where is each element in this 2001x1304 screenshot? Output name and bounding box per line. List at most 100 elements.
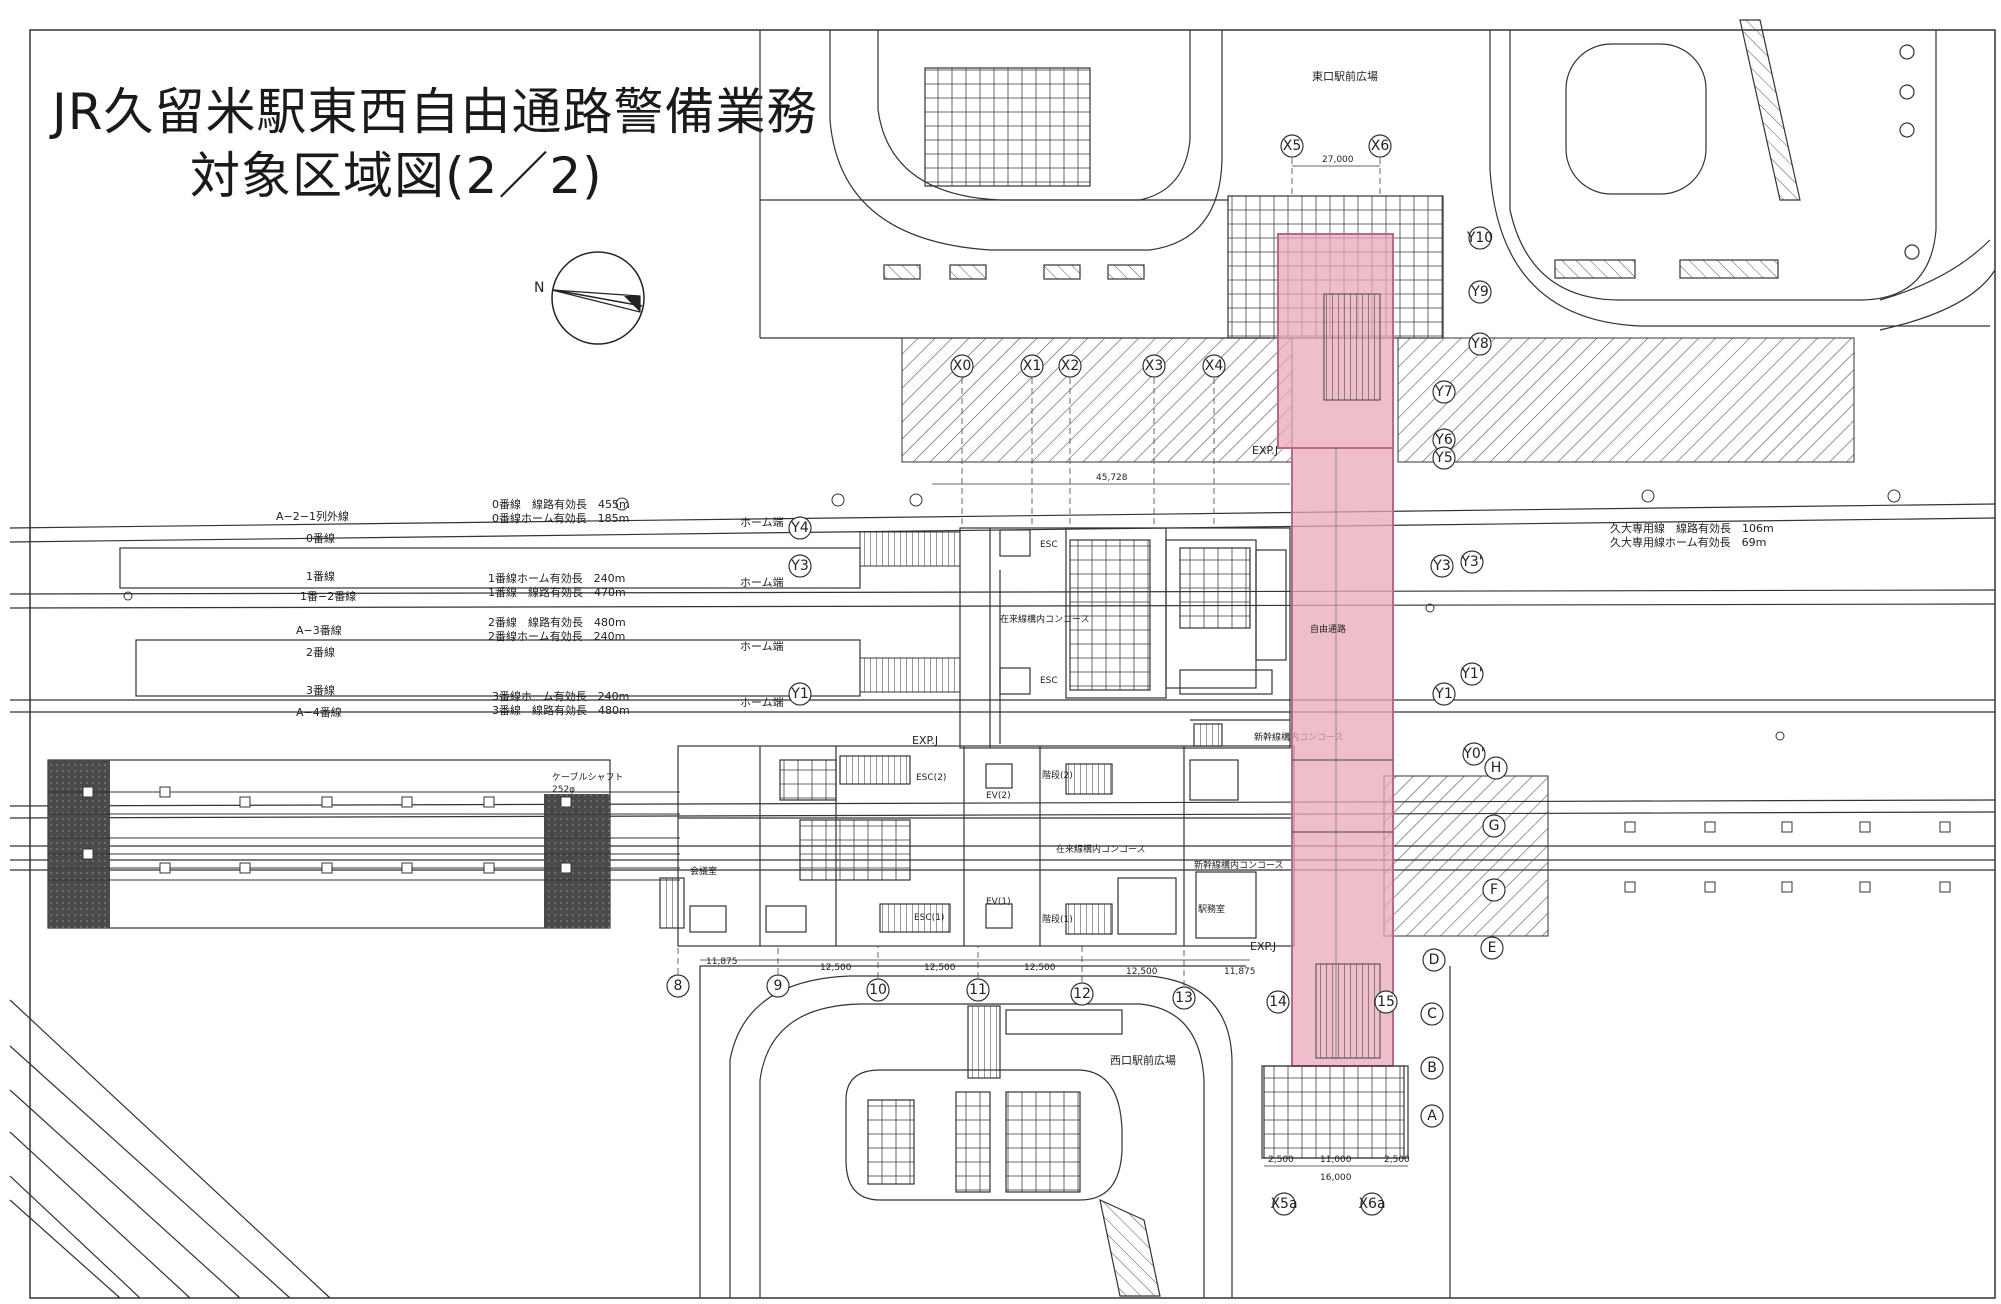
ev2-label: EV(2) <box>986 791 1011 801</box>
sheet-border <box>29 29 1996 1299</box>
esc-label-1: ESC <box>1040 540 1058 550</box>
dim-span-a-3: 12,500 <box>1024 963 1056 973</box>
line-label-3: 3番線 <box>306 683 335 697</box>
grid-label-y4: Y4 <box>790 520 809 536</box>
plan-title-line-1: JR久留米駅東西自由通路警備業務 <box>52 83 818 141</box>
hatched-area-east <box>1397 337 1855 463</box>
grid-label-col-10: 10 <box>869 982 887 998</box>
grid-label-y9: Y9 <box>1470 284 1488 300</box>
signal-marks <box>123 489 1901 741</box>
stair2-label: 階段(2) <box>1042 769 1073 781</box>
cable-structure <box>47 759 680 929</box>
cable-shaft-label: ケーブルシャフト <box>552 771 623 783</box>
grid-label-x6: X6 <box>1371 138 1390 154</box>
grid-label-x6a: X6a <box>1358 1196 1385 1212</box>
grid-label-col-12: 12 <box>1073 986 1091 1002</box>
esc1-label: ESC(1) <box>914 913 944 923</box>
cable-shaft-value: 252φ <box>552 785 575 795</box>
grid-label-x1: X1 <box>1023 358 1042 374</box>
grid-markers <box>666 134 1508 1216</box>
esc2-label: ESC(2) <box>916 773 946 783</box>
exp-joint-label-1: EXP.J <box>912 734 938 747</box>
line-label-2: 2番線 <box>306 645 335 659</box>
grid-labels: X0 X1 X2 X3 X4 X5 X6 X5a X6a 8 9 10 11 1… <box>674 138 1502 1212</box>
concourse-label-3: 在来線構内コンコース <box>1056 843 1146 855</box>
grid-label-col-15: 15 <box>1377 994 1395 1010</box>
grid-label-e: E <box>1488 940 1497 956</box>
east-columns <box>1624 821 1951 893</box>
line-label-1: 1番線 <box>306 569 335 583</box>
platform-stair-lower <box>859 657 961 693</box>
dim-left: 2,500 <box>1268 1155 1294 1165</box>
dim-span-a-2: 12,500 <box>924 963 956 973</box>
line-label-1-2: 1番−2番線 <box>300 589 356 603</box>
north-arrow-icon: N <box>534 251 645 345</box>
exp-joint-label-3: EXP.J <box>1252 444 1278 457</box>
grid-label-c: C <box>1427 1006 1437 1022</box>
kyudai-home-length: 久大専用線ホーム有効長 69m <box>1610 535 1766 549</box>
stair1-label: 階段(1) <box>1042 913 1073 925</box>
home-end-label-4: ホーム端 <box>740 696 784 709</box>
dim-span-a-4: 12,500 <box>1126 967 1158 977</box>
ev1-label: EV(1) <box>986 897 1011 907</box>
grid-label-col-9: 9 <box>774 978 783 994</box>
grid-label-y10: Y10 <box>1466 230 1493 246</box>
track3-home-length: 3番線ホーム有効長 240m <box>492 689 629 703</box>
hatched-area-south <box>1383 775 1549 937</box>
dim-right: 2,500 <box>1384 1155 1410 1165</box>
grid-label-g: G <box>1489 818 1500 834</box>
home-end-label-2: ホーム端 <box>740 576 784 589</box>
grid-label-x0: X0 <box>953 358 972 374</box>
home-end-label-1: ホーム端 <box>740 516 784 529</box>
grid-label-y5: Y5 <box>1434 450 1452 466</box>
free-passage-label: 自由通路 <box>1310 623 1346 635</box>
esc-label-2: ESC <box>1040 676 1058 686</box>
dimension-lines <box>700 165 1408 1167</box>
grid-label-x3: X3 <box>1145 358 1164 374</box>
grid-label-x5a: X5a <box>1270 1196 1297 1212</box>
dim-span-b: 11,875 <box>1224 967 1256 977</box>
grid-label-y8: Y8 <box>1470 336 1488 352</box>
track2-line-length: 2番線 線路有効長 480m <box>488 615 626 629</box>
dim-mid: 11,000 <box>1320 1155 1352 1165</box>
grid-reference-lines <box>677 158 1381 986</box>
west-plaza-label: 西口駅前広場 <box>1110 1053 1176 1067</box>
grid-label-col-8: 8 <box>674 978 683 994</box>
grid-label-y0-prime: Y0' <box>1462 746 1484 762</box>
track1-home-length: 1番線ホーム有効長 240m <box>488 571 625 585</box>
office-label: 駅務室 <box>1198 903 1225 915</box>
line-label-a4: A−4番線 <box>296 705 342 719</box>
kyudai-line-length: 久大専用線 線路有効長 106m <box>1610 521 1774 535</box>
grid-label-y1: Y1 <box>790 686 808 702</box>
home-end-label-3: ホーム端 <box>740 640 784 653</box>
grid-label-y1-prime: Y1' <box>1460 666 1482 682</box>
track2-home-length: 2番線ホーム有効長 240m <box>488 629 625 643</box>
target-area-highlight <box>1277 233 1394 1067</box>
grid-label-x5: X5 <box>1283 138 1302 154</box>
grid-label-d: D <box>1429 952 1440 968</box>
exp-joint-label-2: EXP.J <box>1250 940 1276 953</box>
track1-line-length: 1番線 線路有効長 470m <box>488 585 626 599</box>
grid-label-f: F <box>1490 882 1498 898</box>
grid-label-y1-east: Y1 <box>1434 686 1452 702</box>
grid-label-h: H <box>1491 760 1502 776</box>
station-building-lower <box>659 745 1295 947</box>
west-plaza <box>9 965 1451 1299</box>
track3-line-length: 3番線 線路有効長 480m <box>492 703 630 717</box>
grid-label-col-14: 14 <box>1269 994 1287 1010</box>
line-label-0: 0番線 <box>306 531 335 545</box>
grid-label-col-13: 13 <box>1175 990 1193 1006</box>
grid-label-y3: Y3 <box>790 558 808 574</box>
dim-span-a-1: 12,500 <box>820 963 852 973</box>
dim-upper-total: 45,728 <box>1096 473 1128 483</box>
dim-top-total: 27,000 <box>1322 155 1354 165</box>
track0-line-length: 0番線 線路有効長 455m <box>492 497 630 511</box>
concourse-label-4: 新幹線構内コンコース <box>1194 859 1284 871</box>
platform-stair-upper <box>859 531 961 567</box>
plan-title-line-2: 対象区域図(2／2) <box>190 147 603 205</box>
track0-home-length: 0番線ホーム有効長 185m <box>492 511 629 525</box>
west-entrance-landing <box>1261 1065 1409 1159</box>
dim-bottom-total: 16,000 <box>1320 1173 1352 1183</box>
grid-label-a: A <box>1427 1108 1437 1124</box>
